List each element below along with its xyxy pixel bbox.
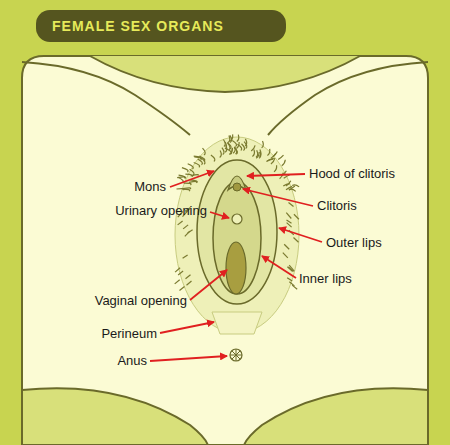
title-text: FEMALE SEX ORGANS (52, 16, 224, 36)
hair-stroke (245, 139, 247, 146)
part-label: Anus (117, 353, 147, 369)
hair-stroke (185, 231, 190, 236)
belly (90, 56, 360, 92)
hair-stroke (282, 160, 286, 166)
part-label: Hood of clitoris (309, 166, 395, 182)
hair-stroke (267, 158, 274, 161)
hair-stroke (178, 271, 183, 275)
part-label: Urinary opening (115, 203, 207, 219)
hair-stroke (232, 140, 236, 146)
hair-stroke (230, 148, 233, 154)
clitoris (233, 183, 241, 191)
part-label: Perineum (101, 326, 157, 342)
hair-stroke (234, 148, 237, 155)
hair-stroke (183, 255, 188, 258)
inner-lips (213, 182, 261, 294)
hair-stroke (198, 159, 203, 165)
hair-stroke (222, 148, 224, 155)
hair-stroke (175, 268, 180, 272)
outer-lips (197, 160, 277, 304)
hair-stroke (183, 225, 188, 229)
mons-region (175, 137, 299, 333)
anus (230, 349, 242, 361)
hair-stroke (234, 147, 237, 154)
hair-stroke (289, 186, 295, 190)
hair-stroke (284, 244, 289, 249)
hair-stroke (201, 158, 205, 165)
hair-stroke (184, 183, 192, 185)
hair-stroke (259, 151, 261, 158)
hair-stroke (286, 181, 291, 186)
hair-stroke (194, 156, 201, 159)
hair-stroke (228, 136, 230, 143)
hair-stroke (220, 151, 222, 158)
hair-stroke (225, 142, 227, 149)
hair-stroke (267, 149, 269, 156)
hair-stroke (289, 203, 294, 207)
hair-stroke (278, 155, 283, 160)
hair-stroke (252, 150, 254, 157)
hair-stroke (185, 174, 192, 177)
hair-stroke (180, 287, 185, 291)
hair-stroke (294, 214, 299, 219)
hair-stroke (292, 285, 297, 289)
hair-stroke (286, 213, 291, 219)
hair-stroke (189, 181, 197, 182)
leader-lines (150, 171, 322, 361)
hair-stroke (187, 281, 192, 285)
panel (22, 56, 428, 445)
hair-stroke (287, 278, 292, 281)
perineum (212, 312, 262, 334)
hair-stroke (274, 165, 277, 172)
hair-stroke (294, 238, 299, 243)
hair-stroke (237, 144, 241, 150)
hair-stroke (266, 159, 273, 161)
hair-stroke (237, 135, 239, 142)
hair-stroke (177, 189, 185, 190)
thigh (22, 388, 208, 445)
hair-stroke (175, 280, 180, 284)
hair-stroke (186, 275, 191, 279)
hair-stroke (177, 177, 185, 178)
title-banner (36, 10, 286, 42)
hair-stroke (288, 267, 293, 272)
hair-stroke (283, 253, 288, 258)
hair-stroke (256, 150, 258, 157)
hair-stroke (287, 220, 292, 223)
hair-stroke (203, 148, 206, 155)
hair-stroke (262, 141, 264, 148)
hair-stroke (182, 168, 188, 173)
clitoral-hood (228, 176, 246, 190)
part-label: Inner lips (299, 271, 352, 287)
hair-stroke (211, 155, 215, 161)
urinary-opening (232, 214, 242, 224)
hair-stroke (188, 164, 194, 169)
hair-stroke (228, 143, 230, 150)
hair-stroke (178, 221, 183, 225)
part-label: Mons (134, 179, 166, 195)
vaginal-opening (226, 242, 246, 294)
hair-stroke (273, 152, 278, 157)
part-label: Outer lips (326, 235, 382, 251)
hair-stroke (194, 163, 200, 168)
hair-stroke (230, 134, 232, 141)
part-label: Clitoris (317, 198, 357, 214)
hair-stroke (289, 282, 294, 286)
anus (230, 349, 242, 361)
thigh (244, 388, 428, 445)
hair-stroke (289, 265, 294, 271)
part-label: Vaginal opening (95, 293, 187, 309)
